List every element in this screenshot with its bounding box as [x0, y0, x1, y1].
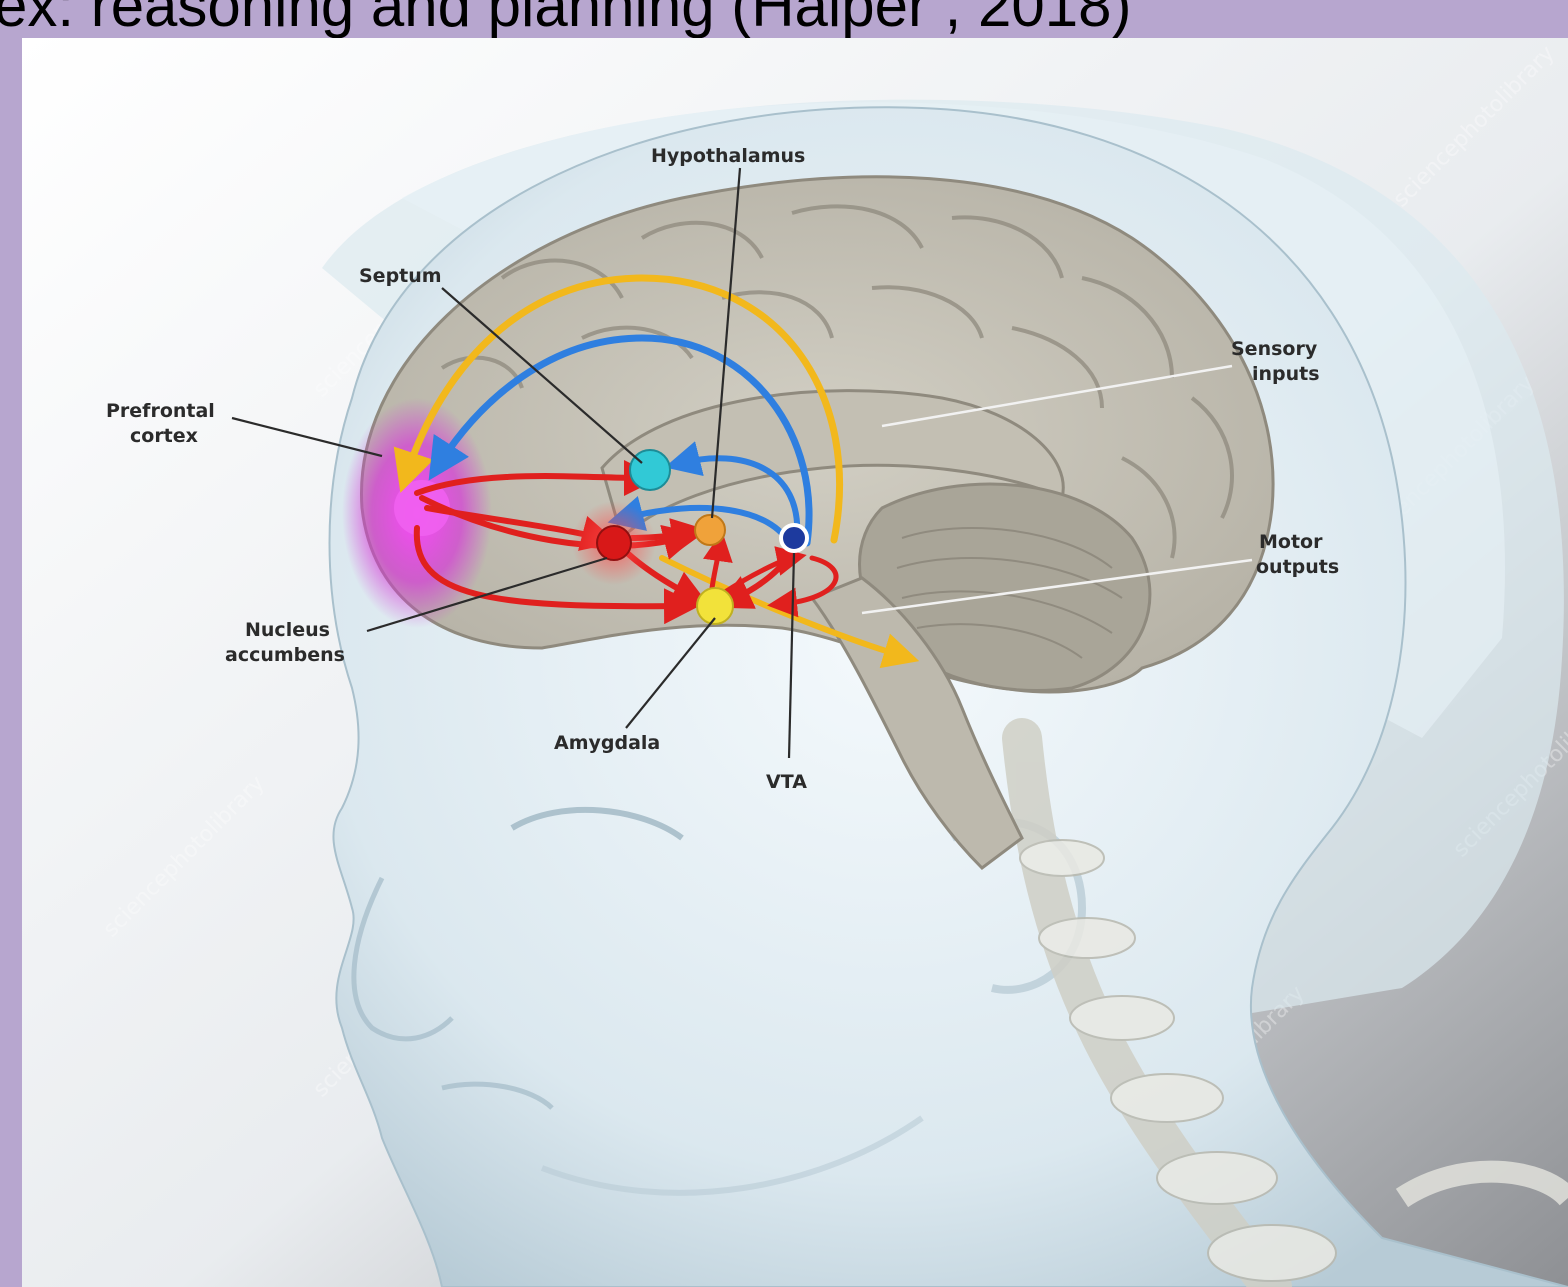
label-motor-line2: outputs — [1256, 556, 1339, 578]
label-sensory-line2: inputs — [1252, 363, 1320, 385]
label-nucleus-line1: Nucleus — [245, 619, 330, 641]
label-septum: Septum — [359, 265, 442, 287]
nucleus-accumbens-node — [597, 526, 631, 560]
vertebra — [1039, 918, 1135, 958]
label-motor-line1: Motor — [1259, 531, 1323, 553]
vertebra — [1111, 1074, 1223, 1122]
label-sensory-line1: Sensory — [1231, 338, 1318, 360]
vta-node — [781, 525, 807, 551]
label-nucleus-line2: accumbens — [225, 644, 345, 666]
vertebra — [1070, 996, 1174, 1040]
vertebra — [1020, 840, 1104, 876]
label-prefrontal-line2: cortex — [130, 425, 198, 447]
label-vta: VTA — [766, 771, 807, 793]
slide-title: ex: reasoning and planning (Halper , 201… — [0, 0, 1131, 36]
septum-node — [630, 450, 670, 490]
label-hypothalamus: Hypothalamus — [651, 145, 805, 167]
vertebra — [1208, 1225, 1336, 1281]
label-prefrontal-line1: Prefrontal — [106, 400, 215, 422]
vertebra — [1157, 1152, 1277, 1204]
hypothalamus-node — [695, 515, 725, 545]
brain-reward-diagram: sciencephotolibrary sciencephotolibrary … — [22, 38, 1568, 1287]
label-amygdala: Amygdala — [554, 732, 660, 754]
